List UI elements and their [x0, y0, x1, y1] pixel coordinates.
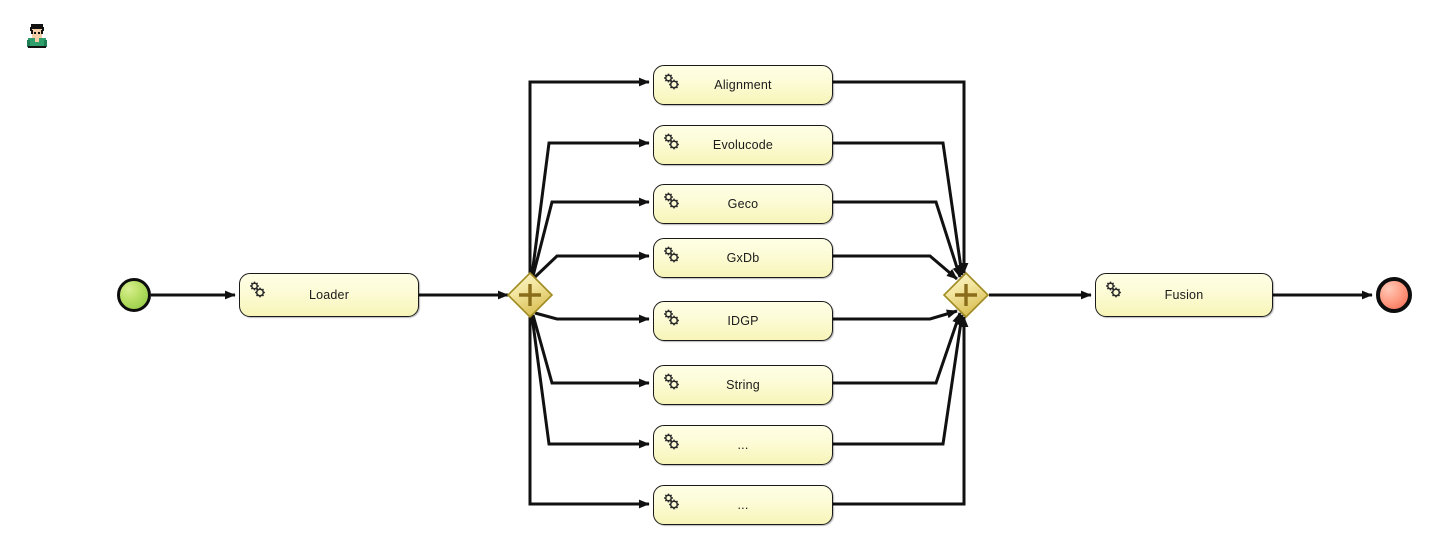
- task-label: ...: [737, 498, 749, 512]
- task-alignment[interactable]: Alignment: [653, 65, 833, 105]
- task-label: Loader: [308, 288, 350, 302]
- task-label: ...: [737, 438, 749, 452]
- flow-evolucode-to-join: [833, 141, 966, 276]
- task-evolucode[interactable]: Evolucode: [653, 125, 833, 165]
- flow-split-to-geco: [531, 197, 650, 277]
- flow-split-to-evolucode: [530, 138, 650, 276]
- service-task-gears-icon: [247, 279, 269, 301]
- task-placeholder-1[interactable]: ...: [653, 425, 833, 465]
- user-avatar-icon: [22, 21, 52, 51]
- task-label: String: [726, 378, 760, 392]
- service-task-gears-icon: [661, 307, 683, 329]
- gateway-shapes: [506, 271, 990, 319]
- service-task-gears-icon: [661, 131, 683, 153]
- task-label: IDGP: [727, 314, 759, 328]
- service-task-gears-icon: [661, 71, 683, 93]
- flow-split-to-dots1: [530, 315, 650, 449]
- task-string[interactable]: String: [653, 365, 833, 405]
- task-idgp[interactable]: IDGP: [653, 301, 833, 341]
- service-task-gears-icon: [661, 190, 683, 212]
- flow-gxdb-to-join: [833, 254, 958, 281]
- task-fusion[interactable]: Fusion: [1095, 273, 1273, 317]
- task-loader[interactable]: Loader: [239, 273, 419, 317]
- task-geco[interactable]: Geco: [653, 184, 833, 224]
- start-event[interactable]: [117, 278, 151, 312]
- task-label: Evolucode: [712, 138, 774, 152]
- task-label: Alignment: [714, 78, 772, 92]
- parallel-gateway-split[interactable]: [506, 271, 554, 319]
- flow-split-to-alignment: [528, 77, 650, 273]
- service-task-gears-icon: [661, 371, 683, 393]
- service-task-gears-icon: [1103, 279, 1125, 301]
- flow-idgp-to-join: [833, 309, 958, 321]
- task-gxdb[interactable]: GxDb: [653, 238, 833, 278]
- flow-dots2-to-join: [833, 316, 969, 506]
- flow-split-to-gxdb: [533, 251, 650, 279]
- end-event[interactable]: [1376, 277, 1412, 313]
- task-label: Fusion: [1164, 288, 1204, 302]
- flow-string-to-join: [833, 312, 962, 385]
- service-task-gears-icon: [661, 244, 683, 266]
- task-label: GxDb: [726, 251, 760, 265]
- flow-split-to-dots2: [528, 317, 650, 509]
- flow-split-to-idgp: [534, 311, 650, 324]
- task-label: Geco: [727, 197, 759, 211]
- parallel-gateway-join[interactable]: [942, 271, 990, 319]
- flow-split-to-string: [531, 314, 650, 388]
- flow-dots1-to-join: [833, 314, 965, 446]
- flow-geco-to-join: [833, 200, 962, 278]
- service-task-gears-icon: [661, 491, 683, 513]
- flow-alignment-to-join: [833, 80, 969, 274]
- task-placeholder-2[interactable]: ...: [653, 485, 833, 525]
- service-task-gears-icon: [661, 431, 683, 453]
